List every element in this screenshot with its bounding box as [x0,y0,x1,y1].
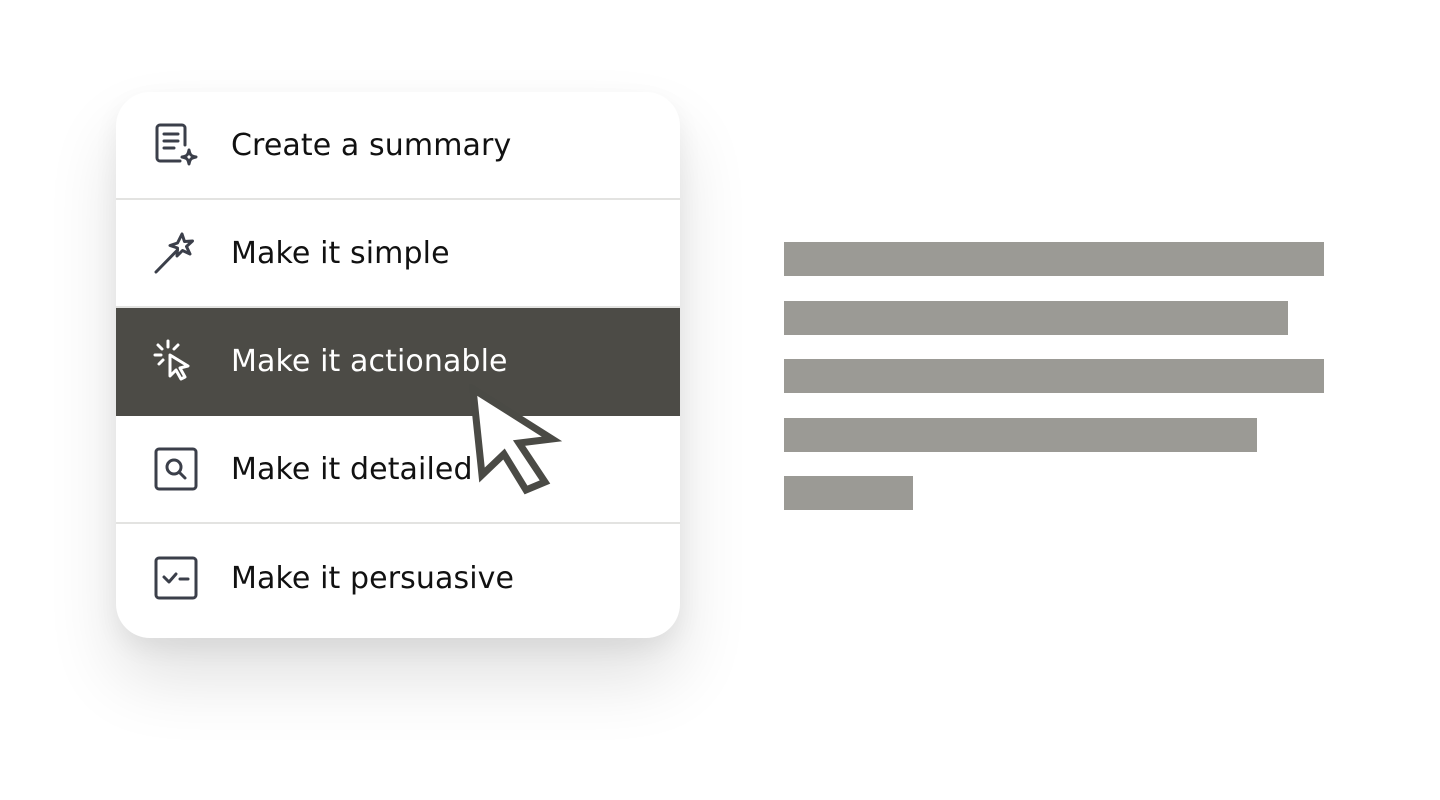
click-pointer-icon [152,337,200,385]
ai-action-menu: Create a summary Make it simple [116,92,680,638]
text-placeholder-block [784,242,1324,535]
placeholder-line [784,476,914,510]
menu-item-make-persuasive[interactable]: Make it persuasive [116,524,680,632]
menu-item-label: Make it simple [231,235,450,271]
menu-item-create-summary[interactable]: Create a summary [116,92,680,200]
menu-item-label: Make it detailed [231,451,473,487]
placeholder-line [784,300,1288,335]
summary-sparkle-icon [152,121,200,169]
checklist-icon [152,554,200,602]
magic-wand-icon [152,229,200,277]
magnify-search-icon [152,445,200,493]
menu-item-label: Make it actionable [231,343,508,379]
placeholder-line [784,242,1324,276]
menu-item-make-actionable[interactable]: Make it actionable [116,308,680,416]
menu-item-make-detailed[interactable]: Make it detailed [116,416,680,524]
menu-item-label: Make it persuasive [231,560,515,596]
placeholder-line [784,417,1258,452]
menu-item-make-simple[interactable]: Make it simple [116,200,680,308]
menu-item-label: Create a summary [231,127,512,163]
placeholder-line [784,359,1324,393]
